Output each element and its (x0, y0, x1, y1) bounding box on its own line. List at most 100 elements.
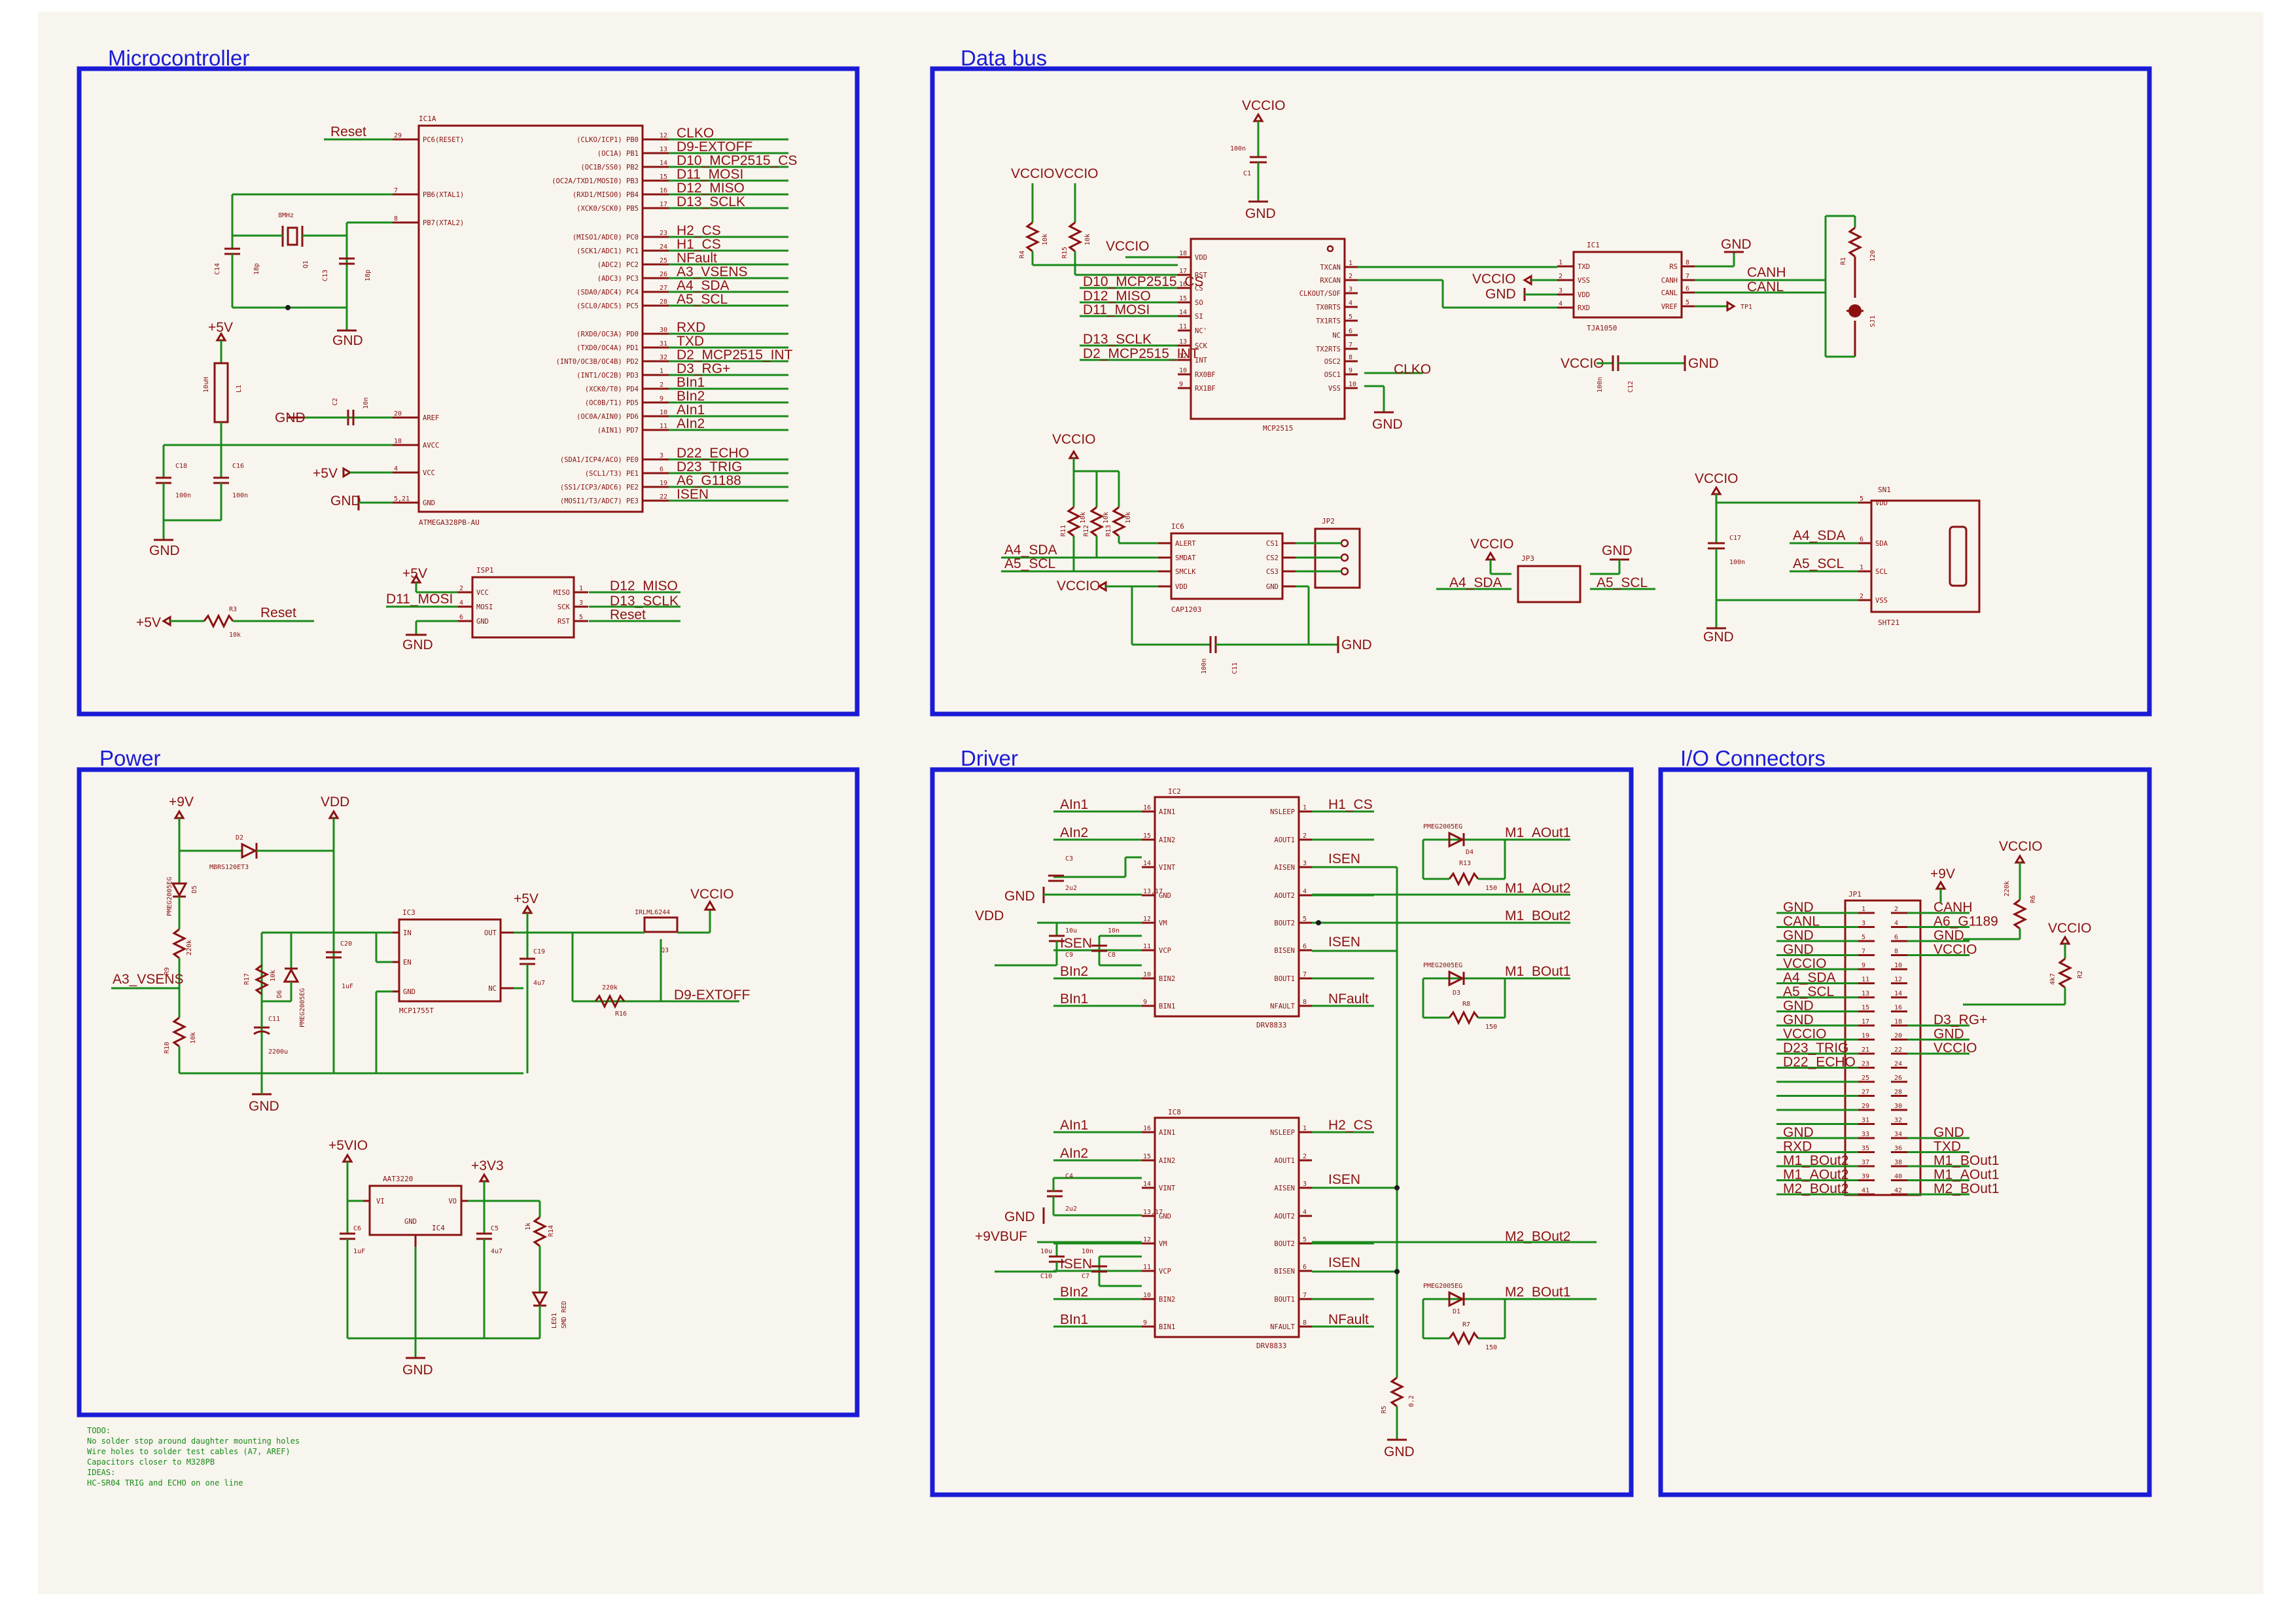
mcp2515-right-7-pin-number: 8 (1349, 354, 1352, 361)
ic8-left-4-pin-number: 12 (1143, 1236, 1151, 1243)
ic8-right-0-pin-name: NSLEEP (1270, 1129, 1295, 1137)
jp1-left-net-label: A4_SDA (1783, 971, 1836, 986)
ic2-right-6-pin-name: BOUT1 (1274, 975, 1295, 983)
svg-text:10k: 10k (190, 1032, 197, 1044)
ic1a-right-22-pin-name: (SS1/ICP3/ADC6) PE2 (560, 484, 639, 491)
ic1a-right-16-pin-name: (XCK0/T0) PD4 (585, 385, 639, 393)
ic2-right-net-label: M1_BOut1 (1505, 964, 1570, 979)
jp1-pin-number: 36 (1894, 1145, 1902, 1152)
cap1203-left-2-pin-name: SMCLK (1175, 568, 1196, 576)
tja-right-0-pin-name: RS (1669, 263, 1678, 271)
svg-text:10k: 10k (229, 632, 241, 639)
jp1-right-net-label: M1_AOut1 (1934, 1168, 1999, 1183)
mcp2515-right-3-pin-number: 4 (1349, 300, 1352, 307)
mcp2515-left-6-pin-name: SCK (1195, 342, 1208, 350)
jp1-pin-number: 25 (1862, 1075, 1869, 1082)
svg-text:C8: C8 (1108, 952, 1116, 959)
ic1a-right-2-pin-name: (OC1B/SS0) PB2 (580, 164, 639, 171)
svg-text:10k: 10k (1042, 234, 1049, 245)
mcp2515-right-6-pin-number: 7 (1349, 342, 1352, 349)
jp1-right-net-label: M2_BOut1 (1934, 1181, 1999, 1196)
todo-line: No solder stop around daughter mounting … (87, 1436, 300, 1446)
ic2-right-4-pin-number: 5 (1303, 916, 1307, 923)
cap1203-right-2-pin-name: CS3 (1266, 568, 1279, 576)
jp3-vccio-label: VCCIO (1470, 537, 1514, 552)
svg-text:D3: D3 (1453, 990, 1460, 997)
jp3-sda-label: A4_SDA (1449, 575, 1502, 590)
ic1a-right-9-pin-name: (ADC3) PC3 (597, 275, 639, 283)
r3-reset-label: Reset (260, 605, 296, 620)
sht21-pin-0-pin-name: VDD (1875, 499, 1888, 507)
ic2-left-net-label: GND (1004, 889, 1035, 904)
ic8-right-1-pin-number: 2 (1303, 1153, 1307, 1160)
ic8-left-3-pin-name: GND (1159, 1213, 1171, 1221)
ic1a-left-5-pin-number: 4 (394, 465, 398, 473)
mcp2515-body (1190, 238, 1346, 420)
ic1a-right-14-pin-name: (INT0/OC3B/OC4B) PD2 (556, 358, 639, 366)
gnd-label-decoup: GND (149, 543, 180, 558)
ic8-left-3-pin-number: 13,17 (1143, 1209, 1163, 1216)
svg-text:MBRS120ET3: MBRS120ET3 (209, 864, 249, 871)
ic2-right-net-label: NFault (1328, 991, 1369, 1007)
pwr-5v-label: +5V (514, 891, 539, 906)
jp1-right-net-label: D3_RG+ (1934, 1012, 1987, 1027)
ic1a-left-0-pin-name: PC6(RESET) (423, 136, 464, 144)
gnd-label-aref: GND (275, 410, 306, 425)
ic2-right-net-label: ISEN (1328, 935, 1360, 950)
svg-text:10k: 10k (1084, 234, 1091, 245)
isp1-right-2-pin-name: RST (557, 618, 571, 626)
ic2-right-0-pin-number: 1 (1303, 804, 1307, 812)
ic2-right-4-pin-name: BOUT2 (1274, 919, 1295, 927)
todo-line: HC-SR04 TRIG and ECHO on one line (87, 1478, 243, 1488)
svg-text:1uF: 1uF (353, 1248, 365, 1255)
svg-text:1k: 1k (525, 1222, 532, 1230)
svg-text:10uH: 10uH (203, 377, 210, 393)
ic4-pin-gnd: GND (404, 1218, 417, 1226)
svg-text:C9: C9 (1065, 952, 1073, 959)
mcp2515-value: MCP2515 (1263, 424, 1293, 433)
svg-text:2u2: 2u2 (1065, 885, 1077, 892)
jp1-pin-number: 41 (1862, 1187, 1869, 1194)
tja-left-3-pin-name: RXD (1578, 304, 1590, 312)
isp-rst-label: Reset (610, 607, 646, 622)
svg-text:CAP1203: CAP1203 (1171, 605, 1201, 614)
jp3-body (1517, 565, 1581, 603)
ic2-right-6-pin-number: 7 (1303, 971, 1307, 978)
ic1a-right-16-net-label: BIn1 (677, 375, 705, 390)
ic1a-right-3-pin-name: (OC2A/TXD1/MOSI0) PB3 (552, 177, 639, 185)
jp1-left-net-label: M1_AOut2 (1783, 1168, 1848, 1183)
mcp2515-right-0-pin-number: 1 (1349, 260, 1352, 267)
svg-text:R13: R13 (1105, 525, 1112, 537)
mcp2515-right-7-pin-name: OSC2 (1324, 358, 1341, 366)
mcp-net-label: D11_MOSI (1083, 302, 1150, 317)
ic1a-left-6-pin-number: 5,21 (394, 495, 410, 503)
mcp2515-left-5-pin-name: NC' (1195, 327, 1207, 335)
ic8-right-net-label: M2_BOut1 (1505, 1285, 1570, 1300)
io-vccio-label-2: VCCIO (2048, 921, 2092, 936)
svg-text:C5: C5 (491, 1225, 499, 1232)
ic8-left-net-label: ISEN (1060, 1257, 1092, 1272)
svg-text:C7: C7 (1082, 1273, 1089, 1280)
ic1a-right-7-pin-name: (SCK1/ADC1) PC1 (576, 247, 639, 255)
jp1-pin-number: 30 (1894, 1103, 1902, 1110)
frame-power (77, 767, 860, 1418)
jp1-pin-number: 17 (1862, 1018, 1869, 1026)
tja-left-0-pin-number: 1 (1559, 259, 1563, 266)
svg-text:C2: C2 (332, 398, 339, 406)
isp1-left-1-pin-name: MOSI (476, 603, 493, 611)
isp1-right-2-pin-number: 5 (579, 614, 583, 621)
r15-vccio-label: VCCIO (1055, 166, 1099, 181)
jp1-pin-number: 22 (1894, 1046, 1902, 1054)
mcp2515-left-4-pin-number: 14 (1179, 309, 1187, 316)
jp1-pin-number: 9 (1862, 962, 1865, 969)
svg-text:JP1: JP1 (1848, 890, 1862, 899)
isp-sck-label: D13_SCLK (610, 594, 679, 609)
jp1-left-net-label: M2_BOut2 (1783, 1181, 1848, 1196)
ic8-right-net-label: NFault (1328, 1312, 1369, 1327)
ic1a-right-8-net-label: NFault (677, 251, 717, 266)
sht21-pin-2-pin-name: SCL (1875, 568, 1888, 576)
svg-text:LED1: LED1 (551, 1313, 558, 1329)
ic1a-right-4-pin-name: (RXD1/MISO0) PB4 (573, 191, 639, 199)
svg-text:100n: 100n (232, 492, 248, 499)
mcp2515-right-4-pin-number: 5 (1349, 313, 1352, 321)
